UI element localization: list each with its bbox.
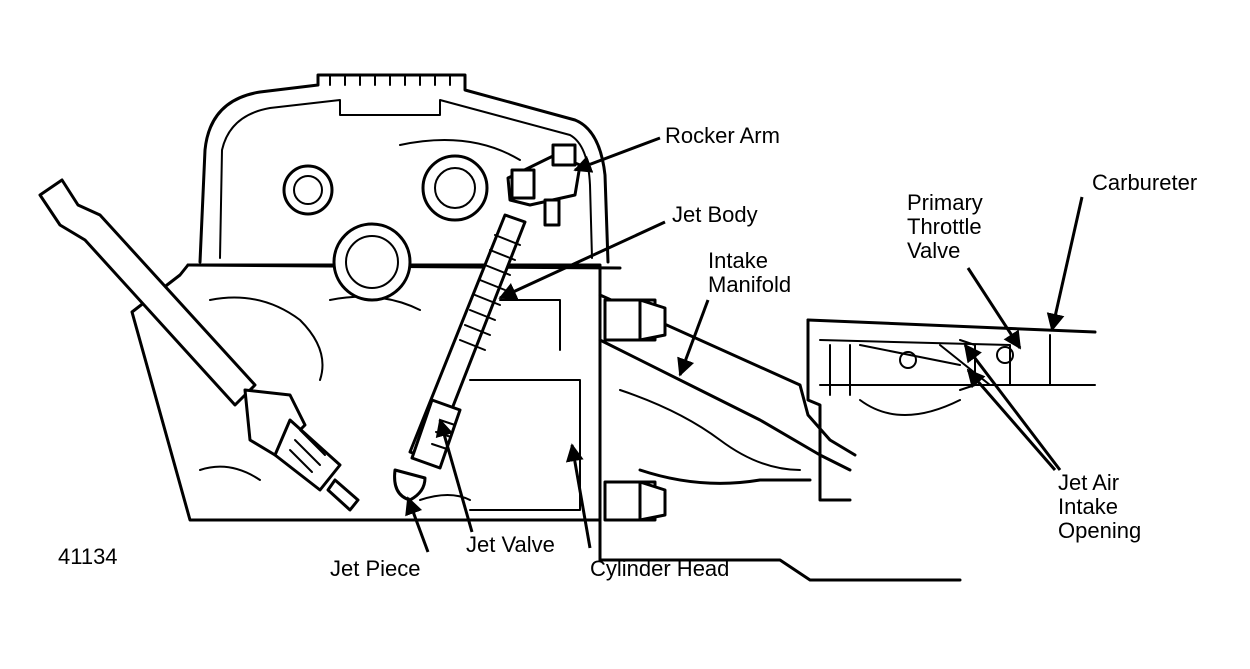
label-rocker-arm: Rocker Arm [665, 123, 780, 148]
cylinder-head-drawing [130, 263, 622, 522]
leader-lines [405, 136, 1084, 553]
figure-number: 41134 [58, 544, 118, 569]
label-primary-throttle-line3: Valve [907, 238, 960, 263]
label-jet-piece: Jet Piece [330, 556, 421, 581]
leader-intake-manifold [677, 299, 710, 377]
label-primary-throttle-line1: Primary [907, 190, 983, 215]
leader-jet-piece [405, 496, 430, 553]
rocker-arm-drawing [506, 143, 582, 227]
leader-jet-air-1 [963, 343, 1062, 471]
leader-rocker-arm [573, 136, 661, 173]
intake-manifold-drawing [598, 293, 962, 582]
leader-carbureter [1046, 196, 1084, 332]
leader-jet-air-2 [966, 368, 1057, 471]
carburetor-drawing [806, 318, 1097, 502]
labels: Rocker Arm Jet Body Intake Manifold Prim… [58, 123, 1197, 581]
leader-primary-throttle [966, 267, 1022, 350]
label-primary-throttle-line2: Throttle [907, 214, 982, 239]
label-intake-manifold-line1: Intake [708, 248, 768, 273]
label-jet-air-line3: Opening [1058, 518, 1141, 543]
label-intake-manifold-line2: Manifold [708, 272, 791, 297]
leader-jet-valve [435, 418, 474, 533]
jet-valve-assembly-drawing [393, 213, 527, 502]
label-cylinder-head: Cylinder Head [590, 556, 729, 581]
label-jet-air-line2: Intake [1058, 494, 1118, 519]
leader-jet-body [498, 220, 666, 300]
label-jet-body: Jet Body [672, 202, 758, 227]
label-carbureter: Carbureter [1092, 170, 1197, 195]
leader-cylinder-head [565, 443, 592, 549]
label-jet-valve: Jet Valve [466, 532, 555, 557]
label-jet-air-line1: Jet Air [1058, 470, 1119, 495]
camshaft-drawing [332, 222, 412, 302]
spark-plug-drawing [38, 178, 360, 512]
